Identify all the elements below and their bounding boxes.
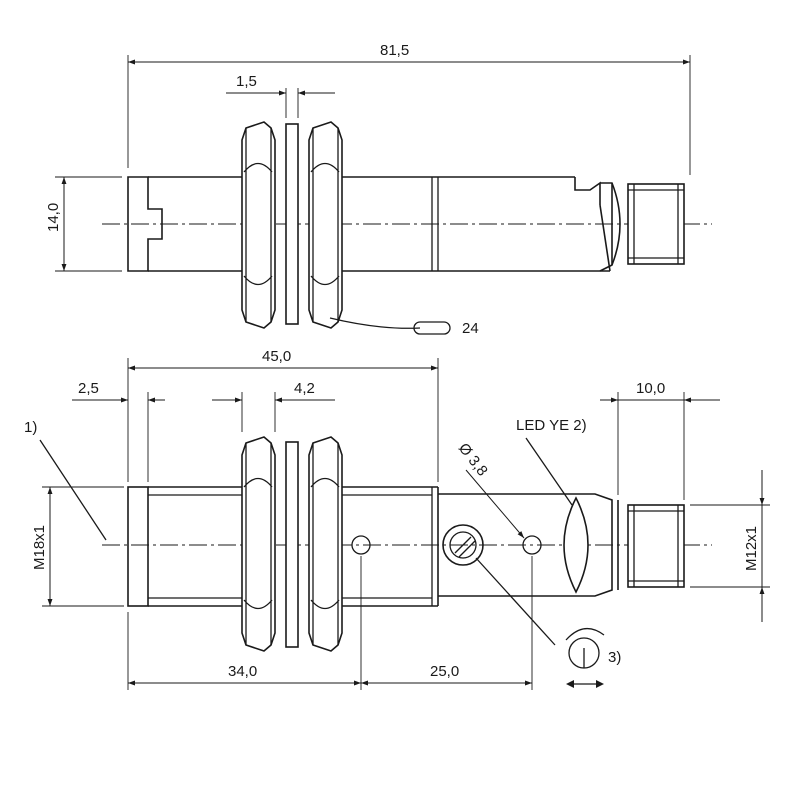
nut-right-side [308,436,343,652]
dim-nut-thickness: 4,2 [294,380,315,397]
nut-left-top [241,121,276,329]
connector-side [627,504,685,588]
led-window [563,496,589,594]
dim-washer-thickness: 1,5 [236,73,257,90]
sensor-nose-side [127,486,149,607]
dim-body-length: 45,0 [262,348,291,365]
note-3-label: 3) [608,649,621,666]
potentiometer [442,524,484,566]
wrench-size-label: 24 [462,320,479,337]
dim-nut-to-hole: 34,0 [228,663,257,680]
dim-nose-length: 2,5 [78,380,99,397]
dim-connector-length: 10,0 [636,380,665,397]
side-view: 1) Ø 3,8 LED YE 2) 3) 45,0 2,5 [24,348,770,690]
dim-thread-connector: M12x1 [743,526,760,571]
adjust-rotate-icon [565,628,605,688]
led-label: LED YE 2) [516,417,587,434]
dim-thread-main: M18x1 [31,525,48,570]
nut-left-side [241,436,276,652]
washer-top [285,123,299,325]
note-1-label: 1) [24,419,37,436]
wrench-leader [329,317,421,329]
dim-hole-spacing: 25,0 [430,663,459,680]
wrench-icon [413,321,451,335]
potentiometer-inner [449,531,477,559]
adjust-leader [475,557,556,646]
connector-top [627,183,685,265]
led-leader [525,437,573,506]
bore-leader [465,469,525,539]
dim-bore-diameter: Ø 3,8 [455,440,491,479]
housing-side [438,493,613,597]
washer-side [285,441,299,648]
dim-overall-length: 81,5 [380,42,409,59]
dim-flat-width: 14,0 [45,203,62,232]
note-1-leader [39,439,107,541]
sensor-nose-top [127,176,163,272]
nut-right-top [308,121,343,329]
mounting-hole-left [351,535,371,555]
mounting-hole-right [522,535,542,555]
top-view: 24 81,5 1,5 14,0 [45,42,712,337]
housing-step-top [574,177,601,205]
